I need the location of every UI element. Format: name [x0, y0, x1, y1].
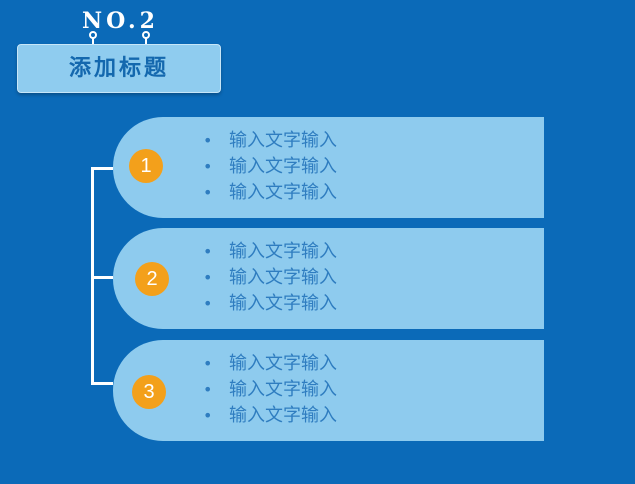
bullet-item[interactable]: 输入文字输入: [203, 239, 337, 265]
bullet-list: 输入文字输入 输入文字输入 输入文字输入: [203, 239, 337, 317]
bracket-tick: [91, 276, 113, 279]
number-badge: 1: [129, 149, 163, 183]
number-badge: 2: [135, 262, 169, 296]
bracket-tick: [91, 382, 113, 385]
bullet-list: 输入文字输入 输入文字输入 输入文字输入: [203, 351, 337, 429]
section-number-label: NO.2: [82, 8, 159, 34]
bullet-item[interactable]: 输入文字输入: [203, 265, 337, 291]
content-card-3[interactable]: 3 输入文字输入 输入文字输入 输入文字输入: [113, 340, 544, 441]
bullet-item[interactable]: 输入文字输入: [203, 351, 337, 377]
content-card-1[interactable]: 1 输入文字输入 输入文字输入 输入文字输入: [113, 117, 544, 218]
bullet-list: 输入文字输入 输入文字输入 输入文字输入: [203, 128, 337, 206]
title-box[interactable]: 添加标题: [17, 44, 221, 93]
bullet-item[interactable]: 输入文字输入: [203, 154, 337, 180]
number-badge: 3: [132, 375, 166, 409]
bullet-item[interactable]: 输入文字输入: [203, 180, 337, 206]
bullet-item[interactable]: 输入文字输入: [203, 128, 337, 154]
content-card-2[interactable]: 2 输入文字输入 输入文字输入 输入文字输入: [113, 228, 544, 329]
bullet-item[interactable]: 输入文字输入: [203, 403, 337, 429]
bullet-item[interactable]: 输入文字输入: [203, 291, 337, 317]
bullet-item[interactable]: 输入文字输入: [203, 377, 337, 403]
bracket-tick: [91, 167, 113, 170]
